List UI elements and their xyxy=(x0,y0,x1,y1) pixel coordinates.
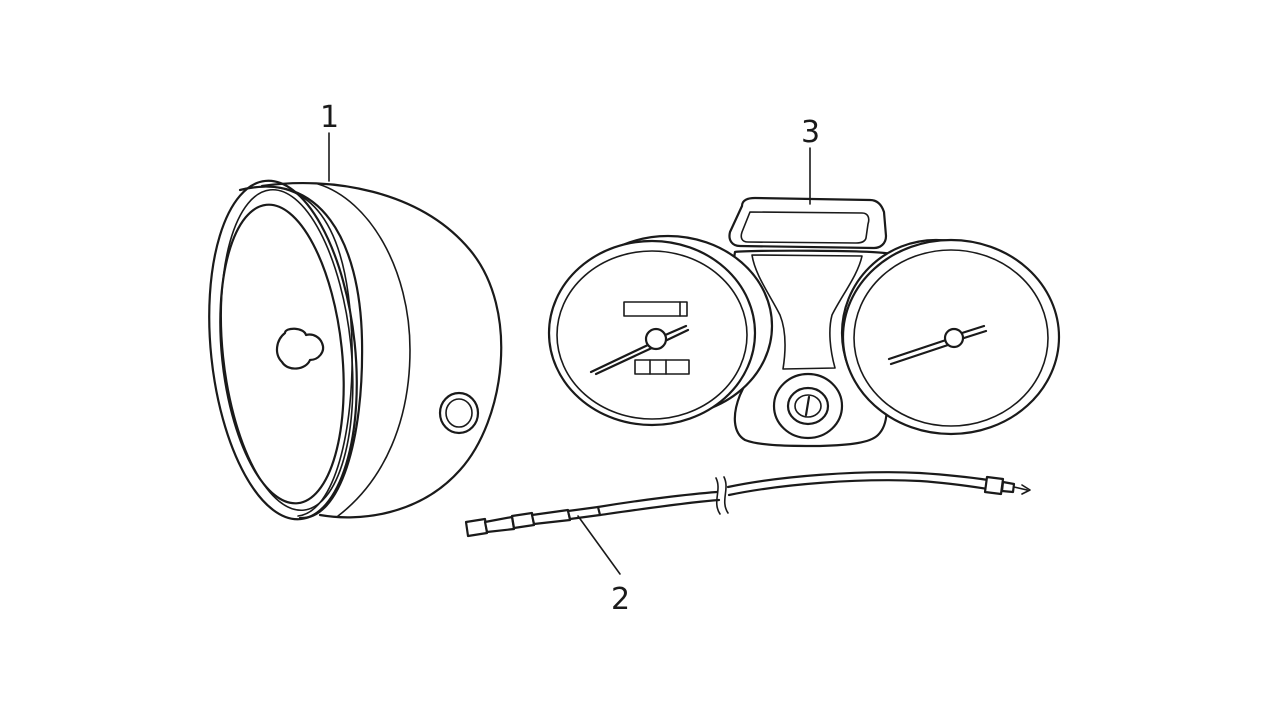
callout-3: 3 xyxy=(801,115,820,205)
headlight-shell xyxy=(208,179,503,521)
speedometer-cable xyxy=(464,471,1031,538)
instrument-cluster xyxy=(547,196,1061,448)
callout-2-label: 2 xyxy=(611,582,630,617)
callout-1-label: 1 xyxy=(320,100,339,135)
right-gauge xyxy=(840,238,1061,436)
ignition-switch xyxy=(772,372,844,440)
callout-1: 1 xyxy=(320,100,339,182)
callout-3-label: 3 xyxy=(801,115,820,150)
left-gauge xyxy=(547,234,774,427)
callout-2: 2 xyxy=(577,515,630,617)
